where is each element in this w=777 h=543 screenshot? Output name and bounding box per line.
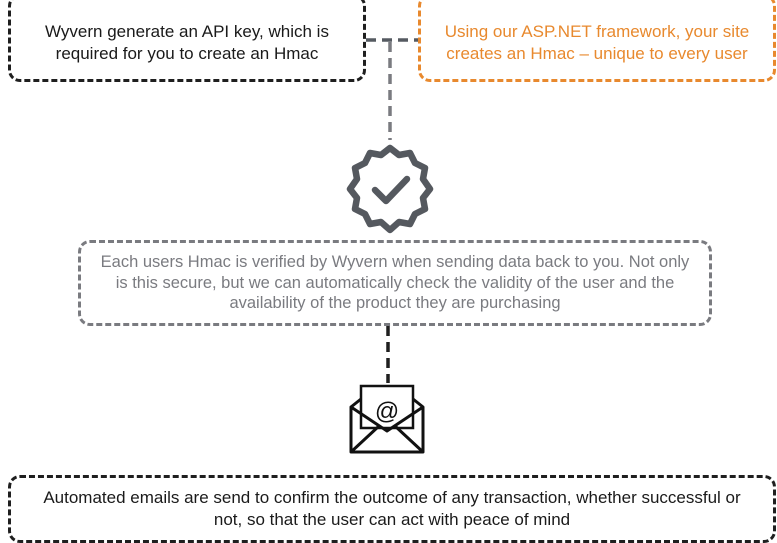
envelope-body [349, 397, 425, 454]
step-verification-box: Each users Hmac is verified by Wyvern wh… [78, 240, 712, 326]
step-api-key-text: Wyvern generate an API key, which is req… [45, 22, 329, 63]
step-emails-text: Automated emails are send to confirm the… [43, 488, 741, 529]
badge-checkmark [371, 175, 411, 205]
email-envelope-icon: @ [349, 384, 425, 454]
step-api-key-box: Wyvern generate an API key, which is req… [8, 0, 366, 82]
step-verification-text: Each users Hmac is verified by Wyvern wh… [100, 252, 690, 313]
step-hmac-creation-text: Using our ASP.NET framework, your site c… [444, 22, 750, 63]
step-emails-box: Automated emails are send to confirm the… [8, 475, 776, 543]
letter-sheet [359, 384, 415, 430]
verified-badge-icon [346, 144, 434, 234]
email-at-symbol: @ [375, 398, 399, 425]
step-hmac-creation-box: Using our ASP.NET framework, your site c… [418, 0, 776, 82]
badge-outline [346, 144, 434, 234]
